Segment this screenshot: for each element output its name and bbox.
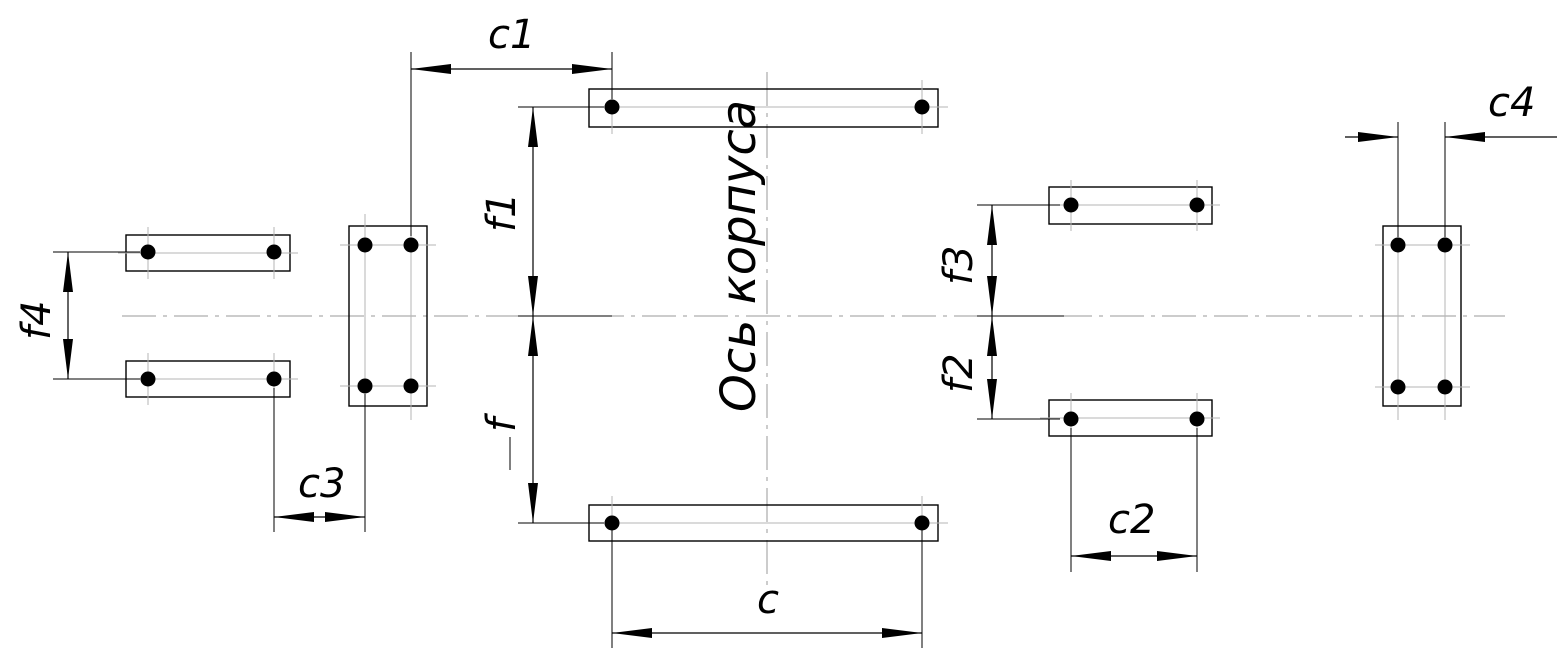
hole — [604, 99, 620, 115]
hole — [604, 515, 620, 531]
hole — [403, 378, 419, 394]
housing-axis-label: Ось корпуса — [711, 100, 767, 412]
center-lines — [122, 72, 1505, 590]
part-bottom-bar — [580, 496, 948, 550]
dimension-f3-label: f3 — [936, 245, 982, 285]
hole — [914, 99, 930, 115]
part-left-upper-bar — [118, 227, 298, 279]
part-right-plate — [1375, 214, 1470, 420]
hole — [357, 237, 373, 253]
hole — [1437, 379, 1453, 395]
hole — [1189, 411, 1205, 427]
dimension-f4: f4 — [14, 251, 140, 380]
dimension-f4-label: f4 — [14, 300, 60, 340]
part-top-bar — [580, 80, 948, 134]
dimension-f1: f1 — [479, 106, 612, 317]
dimension-c1: c1 — [410, 12, 613, 236]
hole — [357, 378, 373, 394]
dimension-f: f — [479, 316, 604, 524]
hole — [140, 244, 156, 260]
dimension-f3: f3 — [936, 204, 1064, 317]
dimension-c3: c3 — [273, 388, 366, 532]
dimension-f2: f2 — [936, 316, 1060, 420]
part-right-upper-bar — [1040, 180, 1220, 231]
dimension-c-label: c — [757, 577, 779, 623]
dimension-f2-label: f2 — [936, 353, 982, 393]
hole — [140, 371, 156, 387]
part-right-lower-bar — [1040, 393, 1220, 443]
dimension-c4-label: c4 — [1488, 80, 1535, 126]
dimension-f1-label: f1 — [479, 192, 525, 232]
hole — [1390, 379, 1406, 395]
hole — [1437, 237, 1453, 253]
dimension-c2-label: c2 — [1108, 497, 1155, 543]
hole — [1390, 237, 1406, 253]
hole — [1189, 197, 1205, 213]
hole — [266, 371, 282, 387]
dimension-c4: c4 — [1345, 80, 1557, 237]
dimension-f-label: f — [479, 412, 525, 432]
hole — [1063, 197, 1079, 213]
dimension-c: c — [611, 530, 923, 648]
part-left-lower-bar — [118, 353, 298, 405]
hole — [266, 244, 282, 260]
hole — [403, 237, 419, 253]
hole — [1063, 411, 1079, 427]
hole — [914, 515, 930, 531]
dimension-c2: c2 — [1070, 428, 1198, 572]
dimension-c1-label: c1 — [488, 12, 535, 58]
dimension-c3-label: c3 — [298, 461, 345, 507]
part-left-plate — [340, 214, 436, 420]
